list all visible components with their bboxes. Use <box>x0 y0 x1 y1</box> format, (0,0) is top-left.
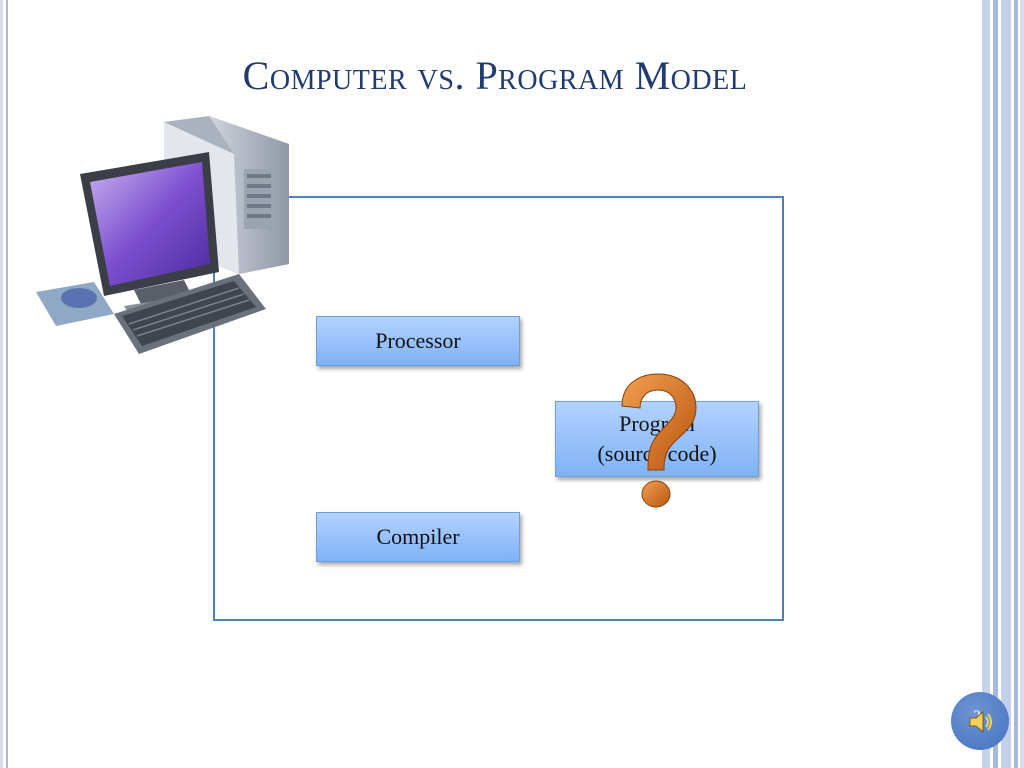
compiler-label: Compiler <box>376 524 460 549</box>
right-border-stripe <box>1001 0 1011 768</box>
right-border-stripe <box>993 0 998 768</box>
processor-label: Processor <box>375 328 461 353</box>
processor-box: Processor <box>316 316 520 366</box>
left-border-stripe <box>0 0 3 768</box>
right-border-stripe <box>982 0 990 768</box>
compiler-box: Compiler <box>316 512 520 562</box>
computer-icon <box>36 116 289 354</box>
model-frame <box>213 196 784 621</box>
speaker-icon[interactable] <box>968 710 994 734</box>
slide-number-badge[interactable]: 2 <box>951 692 1009 750</box>
right-border-stripe <box>1014 0 1018 768</box>
right-border-stripe <box>1020 0 1024 768</box>
question-mark-icon <box>621 373 697 508</box>
slide-title: Computer vs. Program Model <box>242 53 748 98</box>
left-border-stripe-inner <box>6 0 8 768</box>
